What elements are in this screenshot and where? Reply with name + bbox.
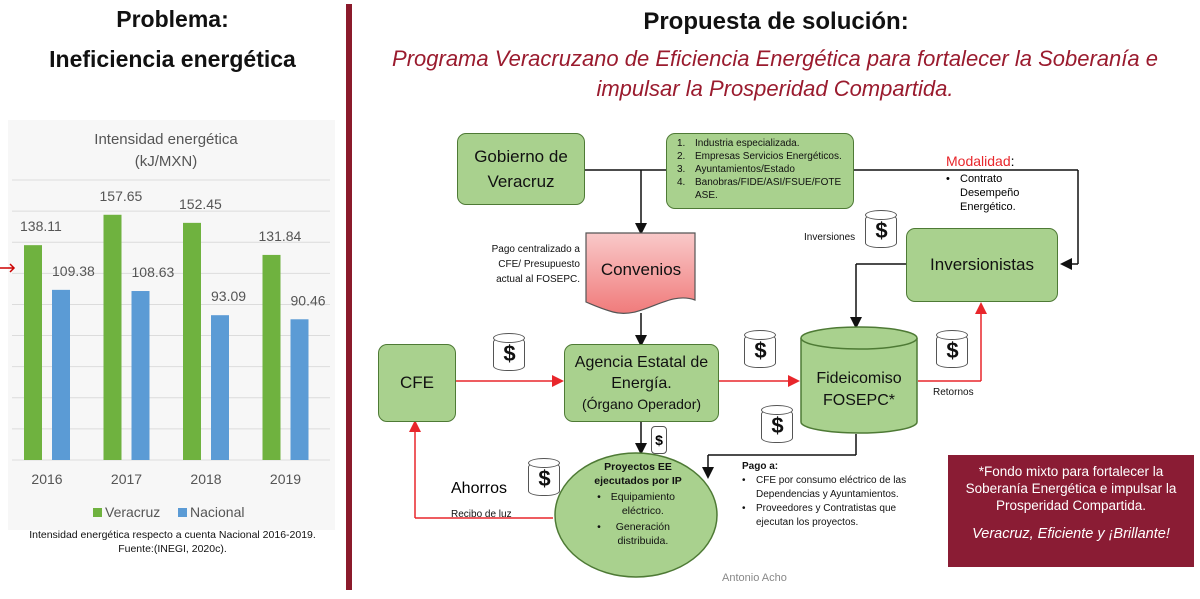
cfe-box: CFE — [378, 344, 456, 422]
pago-a-note: Pago a: •CFE por consumo eléctrico de la… — [742, 461, 907, 528]
value-label: 131.84 — [259, 228, 302, 244]
retornos-label: Retornos — [933, 387, 974, 398]
bar-nacional-2016 — [52, 289, 70, 460]
x-tick-label: 2016 — [31, 471, 62, 487]
inversiones-label: Inversiones — [804, 232, 856, 243]
problem-title: Problema: — [116, 6, 229, 32]
inversionistas-box: Inversionistas — [906, 228, 1058, 302]
solution-subtitle-line-1: Programa Veracruzano de Eficiencia Energ… — [392, 46, 1158, 71]
legend-swatch-nacional — [178, 508, 187, 517]
proyectos-item-2: •Generación distribuida. — [597, 521, 670, 547]
value-label: 93.09 — [211, 288, 246, 304]
x-tick-label: 2018 — [190, 471, 221, 487]
panel-divider — [346, 4, 352, 590]
proyectos-item-1: •Equipamiento eléctrico. — [597, 491, 675, 517]
value-label: 90.46 — [291, 292, 326, 308]
money-icon: $ — [744, 330, 776, 368]
recibo-label: Recibo de luz — [451, 509, 512, 520]
small-money-icon: $ — [651, 426, 667, 454]
chart-subtitle: (kJ/MXN) — [135, 153, 198, 170]
caption-line-1: Intensidad energética respecto a cuenta … — [29, 529, 316, 541]
bar-nacional-2018 — [211, 315, 229, 460]
value-label: 157.65 — [100, 188, 143, 204]
list-item: 4.Banobras/FIDE/ASI/FSUE/FOTE ASE. — [677, 177, 842, 201]
proyectos-content: Proyectos EE ejecutados por IP •Equipami… — [576, 460, 700, 548]
x-tick-label: 2019 — [270, 471, 301, 487]
value-label: 109.38 — [52, 263, 95, 279]
solution-subtitle-line-2: impulsar la Prosperidad Compartida. — [596, 76, 954, 101]
ahorros-label: Ahorros — [451, 480, 508, 497]
list-item: 2.Empresas Servicios Energéticos. — [677, 151, 842, 162]
participants-list-box: 1.Industria especializada. 2.Empresas Se… — [666, 133, 854, 209]
money-icon: $ — [493, 333, 525, 371]
convenios-label: Convenios — [601, 260, 681, 279]
agencia-box: Agencia Estatal de Energía. (Órgano Oper… — [564, 344, 719, 422]
fideicomiso-cylinder: Fideicomiso FOSEPC* — [800, 326, 918, 434]
fund-footnote-box: *Fondo mixto para fortalecer la Soberaní… — [948, 455, 1194, 567]
chart-legend: Veracruz Nacional — [93, 504, 244, 520]
list-item: 3.Ayuntamientos/Estado — [677, 164, 795, 175]
bar-veracruz-2017 — [103, 214, 122, 460]
chart-x-ticks: 2016 2017 2018 2019 — [31, 471, 301, 487]
money-icon: $ — [865, 210, 897, 248]
bar-nacional-2019 — [290, 319, 309, 460]
bar-veracruz-2018 — [183, 222, 201, 460]
chart-title: Intensidad energética — [94, 131, 238, 148]
list-item: 1.Industria especializada. — [677, 138, 800, 149]
x-tick-label: 2017 — [111, 471, 142, 487]
bar-veracruz-2016 — [24, 245, 42, 460]
solution-title: Propuesta de solución: — [643, 8, 909, 35]
author-credit: Antonio Acho — [722, 572, 787, 584]
participants-list: 1.Industria especializada. 2.Empresas Se… — [667, 134, 853, 202]
bar-nacional-2017 — [131, 291, 150, 460]
energy-intensity-chart: Intensidad energética (kJ/MXN) 138.11 109… — [0, 120, 335, 530]
chart-caption: Intensidad energética respecto a cuenta … — [0, 528, 345, 556]
legend-nacional: Nacional — [190, 504, 244, 520]
bar-veracruz-2019 — [262, 254, 281, 460]
modalidad-item: •Contrato Desempeño Energético. — [946, 173, 1020, 213]
money-icon: $ — [761, 405, 793, 443]
fideicomiso-label-2: FOSEPC* — [823, 392, 895, 409]
value-label: 138.11 — [20, 218, 62, 234]
convenios-document: Convenios — [585, 232, 696, 314]
gobierno-label-2: Veracruz — [487, 172, 555, 191]
value-label: 108.63 — [132, 264, 175, 280]
fideicomiso-label-1: Fideicomiso — [816, 370, 901, 387]
money-icon: $ — [528, 458, 560, 496]
problem-subtitle: Ineficiencia energética — [49, 46, 296, 72]
chart-value-labels: 138.11 109.38 157.65 108.63 152.45 93.09 131.8… — [20, 188, 326, 309]
legend-veracruz: Veracruz — [105, 504, 160, 520]
money-icon: $ — [936, 330, 968, 368]
caption-line-2: Fuente:(INEGI, 2020c). — [118, 543, 227, 555]
slogan: Veracruz, Eficiente y ¡Brillante! — [972, 526, 1170, 542]
modalidad-heading: Modalidad: — [946, 153, 1015, 169]
gobierno-box: Gobierno de Veracruz — [457, 133, 585, 205]
pago-centralizado-note: Pago centralizado a CFE/ Presupuesto act… — [491, 244, 580, 285]
proyectos-ellipse — [554, 452, 718, 578]
gobierno-label-1: Gobierno de — [474, 147, 568, 166]
value-label: 152.45 — [179, 196, 222, 212]
chart-bars — [24, 214, 309, 460]
legend-swatch-veracruz — [93, 508, 102, 517]
